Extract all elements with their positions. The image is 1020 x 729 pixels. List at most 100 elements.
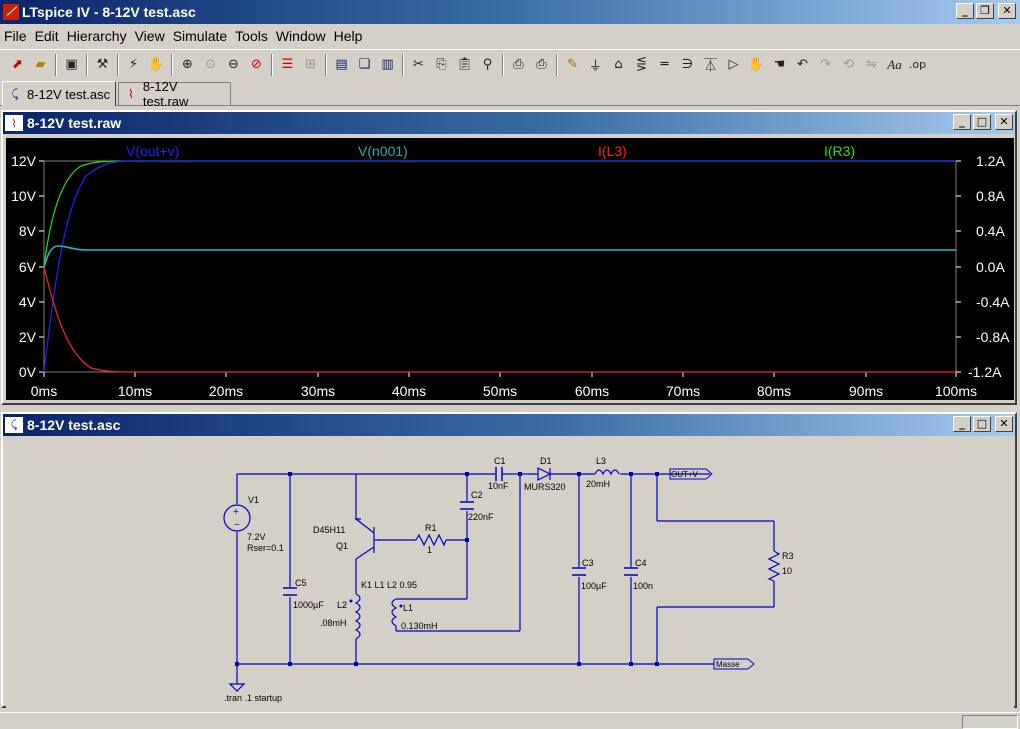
inductor-l3-icon[interactable] <box>594 469 620 476</box>
tab-waveform[interactable]: ⌇ 8-12V test.raw <box>118 79 231 109</box>
diode-d1-icon[interactable] <box>537 467 556 481</box>
d1-label[interactable]: D1 <box>540 456 552 466</box>
move-hand-icon[interactable]: ✋ <box>748 57 765 72</box>
save-icon[interactable]: ▣ <box>65 57 78 72</box>
l2-label[interactable]: L2 <box>337 600 347 610</box>
resistor-r3-icon[interactable] <box>767 550 781 582</box>
new-schematic-icon[interactable]: ⬈ <box>12 57 23 72</box>
capacitor-c3-icon[interactable] <box>572 567 586 576</box>
fit-icon[interactable]: ⊞ <box>305 57 316 72</box>
menu-tools[interactable]: Tools <box>235 28 268 44</box>
menu-hierarchy[interactable]: Hierarchy <box>66 28 127 44</box>
tab-schematic[interactable]: ⤹ 8-12V test.asc <box>2 81 116 106</box>
cut-icon[interactable]: ✂ <box>413 57 424 72</box>
menu-file[interactable]: File <box>4 28 27 44</box>
l2-value[interactable]: .08mH <box>320 618 347 628</box>
c4-label[interactable]: C4 <box>635 558 647 568</box>
inductor-l2-icon[interactable] <box>354 593 361 640</box>
menu-view[interactable]: View <box>134 28 165 44</box>
undo-icon[interactable]: ↶ <box>797 57 808 72</box>
pan-icon[interactable]: ⊙ <box>205 57 216 72</box>
c4-value[interactable]: 100n <box>633 581 653 591</box>
capacitor-c4-icon[interactable] <box>624 567 638 576</box>
tile-horizontal-icon[interactable]: ▤ <box>335 57 348 72</box>
menu-window[interactable]: Window <box>275 28 326 44</box>
run-icon[interactable]: ⚡ <box>128 57 139 72</box>
label-net-icon[interactable]: ⌂ <box>614 57 623 72</box>
tran-directive[interactable]: .tran .1 startup <box>224 693 282 703</box>
l3-label[interactable]: L3 <box>596 456 606 466</box>
open-folder-icon[interactable]: ▰ <box>35 57 46 72</box>
find-icon[interactable]: ⚲ <box>482 57 493 72</box>
trace-ir3[interactable] <box>43 160 956 268</box>
resistor-r1-icon[interactable] <box>415 533 447 547</box>
menu-edit[interactable]: Edit <box>34 28 59 44</box>
autorange-icon[interactable]: ☰ <box>281 57 294 72</box>
c3-label[interactable]: C3 <box>582 558 594 568</box>
zoom-cancel-icon[interactable]: ⊘ <box>251 57 262 72</box>
component-icon[interactable]: ▷ <box>728 57 739 72</box>
net-label-masse-icon[interactable] <box>713 658 755 670</box>
capacitor-c5-icon[interactable] <box>283 587 297 596</box>
c3-value[interactable]: 100µF <box>581 581 607 591</box>
d1-value[interactable]: MURS320 <box>524 482 566 492</box>
minimize-button[interactable]: _ <box>953 114 971 130</box>
v1-label[interactable]: V1 <box>248 495 259 505</box>
mirror-icon[interactable]: ⇋ <box>866 57 877 72</box>
c1-label[interactable]: C1 <box>494 456 506 466</box>
masse-net-label[interactable]: Masse <box>716 660 740 669</box>
v1-value[interactable]: 7.2V <box>247 532 266 542</box>
copy-icon[interactable]: ⎘ <box>436 57 447 72</box>
zoom-in-icon[interactable]: ⊕ <box>182 57 193 72</box>
c5-label[interactable]: C5 <box>295 578 307 588</box>
trace-label-il3[interactable]: I(L3) <box>598 143 627 159</box>
v1-rser[interactable]: Rser=0.1 <box>247 543 284 553</box>
l1-label[interactable]: L1 <box>403 603 413 613</box>
capacitor-icon[interactable]: ═ <box>660 57 669 72</box>
print-icon[interactable]: ⎙ <box>536 57 547 72</box>
transistor-q1-icon[interactable] <box>354 518 380 560</box>
waveform-plot[interactable]: V(out+v) V(n001) I(L3) I(R3) 12V 10V 8V … <box>6 138 1014 400</box>
l3-value[interactable]: 20mH <box>586 479 610 489</box>
q1-model[interactable]: D45H11 <box>313 525 345 535</box>
redo-icon[interactable]: ↷ <box>820 57 831 72</box>
spice-directive-icon[interactable]: .op <box>908 58 927 71</box>
r1-value[interactable]: 1 <box>427 545 432 555</box>
menu-help[interactable]: Help <box>333 28 363 44</box>
maximize-button[interactable]: □ <box>973 416 991 432</box>
minimize-button[interactable]: _ <box>953 416 971 432</box>
capacitor-c2-icon[interactable] <box>460 501 474 510</box>
r1-label[interactable]: R1 <box>425 523 437 533</box>
c2-value[interactable]: 220nF <box>468 512 494 522</box>
close-button[interactable]: ✕ <box>995 114 1013 130</box>
resistor-icon[interactable]: ⋚ <box>636 57 647 72</box>
minimize-button[interactable]: _ <box>956 3 974 19</box>
ground-icon[interactable] <box>228 683 246 692</box>
trace-vout[interactable] <box>43 160 956 373</box>
c1-value[interactable]: 10nF <box>488 481 509 491</box>
trace-label-vn001[interactable]: V(n001) <box>358 143 408 159</box>
diode-icon[interactable]: ⏄ <box>703 59 717 74</box>
inductor-icon[interactable]: ∋ <box>681 57 694 72</box>
voltage-source-icon[interactable] <box>223 504 251 532</box>
close-button[interactable]: ✕ <box>995 416 1013 432</box>
out-net-label[interactable]: OUT+V <box>671 470 699 479</box>
trace-il3[interactable] <box>43 266 956 373</box>
c5-value[interactable]: 1000µF <box>293 600 324 610</box>
cascade-icon[interactable]: ❏ <box>358 57 371 72</box>
l1-value[interactable]: 0.130mH <box>401 621 438 631</box>
paste-icon[interactable]: 📋︎ <box>456 57 473 72</box>
trace-vn001[interactable] <box>43 245 956 268</box>
text-icon[interactable]: Aa <box>887 56 902 72</box>
inductor-l1-icon[interactable] <box>391 598 398 631</box>
maximize-button[interactable]: □ <box>973 114 991 130</box>
q1-label[interactable]: Q1 <box>336 541 348 551</box>
r3-value[interactable]: 10 <box>782 566 792 576</box>
k1-directive[interactable]: K1 L1 L2 0.95 <box>361 580 417 590</box>
zoom-out-icon[interactable]: ⊖ <box>228 57 239 72</box>
trace-label-vout[interactable]: V(out+v) <box>126 143 179 159</box>
capacitor-c1-icon[interactable] <box>495 467 503 481</box>
close-button[interactable]: ✕ <box>998 3 1016 19</box>
net-label-outv-icon[interactable] <box>669 468 713 480</box>
draw-wire-icon[interactable]: ✎ <box>567 57 578 72</box>
